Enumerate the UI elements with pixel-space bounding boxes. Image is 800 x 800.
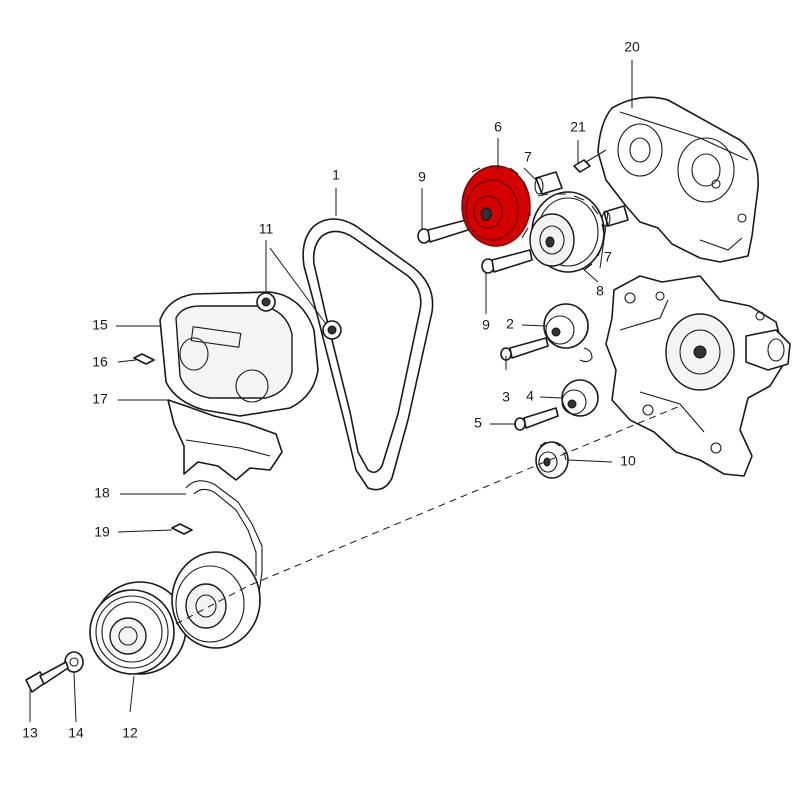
part-6-center-bore (480, 207, 492, 221)
callout-16: 16 (92, 354, 108, 370)
callout-9a: 9 (418, 169, 426, 185)
callout-9b: 9 (482, 317, 490, 333)
callout-3: 3 (502, 389, 510, 405)
callout-21: 21 (570, 119, 586, 135)
part-20-rear-timing-cover (597, 96, 759, 263)
callout-12: 12 (122, 725, 138, 741)
part-21-bolt (573, 149, 607, 173)
callout-4: 4 (526, 388, 534, 404)
leader-lines (29, 60, 633, 723)
part-7-dowel-lower (601, 205, 629, 227)
part-9-bolt-upper (417, 219, 469, 244)
callout-14: 14 (68, 725, 84, 741)
part-8-camshaft-adjuster (529, 191, 605, 273)
callout-20: 20 (624, 39, 640, 55)
callout-18: 18 (94, 485, 110, 501)
callout-19: 19 (94, 524, 110, 540)
part-9-bolt-lower (481, 249, 533, 274)
part-16-bolt (133, 353, 155, 365)
part-3-bolt (500, 337, 549, 361)
part-15-upper-timing-cover (159, 291, 319, 417)
part-6-camshaft-adjuster-highlighted (461, 165, 531, 247)
part-1-timing-belt (302, 218, 434, 491)
part-19-bolt (171, 523, 193, 535)
callout-10: 10 (620, 453, 636, 469)
part-17-lower-timing-cover (167, 399, 283, 481)
callout-2: 2 (506, 316, 514, 332)
crankshaft-seal-housing (171, 551, 261, 649)
engine-block-front (605, 275, 791, 477)
callout-15: 15 (92, 317, 108, 333)
callout-7b: 7 (604, 249, 612, 265)
callout-7a: 7 (524, 149, 532, 165)
part-5-bolt (514, 407, 559, 431)
callout-labels: 1 2 3 4 5 6 7 7 8 9 9 10 11 12 13 14 15 … (22, 39, 640, 741)
part-11-idler (256, 292, 342, 340)
part-4-idler-pulley (561, 379, 599, 417)
callout-13: 13 (22, 725, 38, 741)
callout-11: 11 (259, 221, 274, 237)
crankshaft-axis (175, 405, 681, 625)
callout-5: 5 (474, 415, 482, 431)
callout-6: 6 (494, 119, 502, 135)
callout-8: 8 (596, 283, 604, 299)
part-2-tensioner (543, 303, 593, 363)
part-10-crank-sprocket (535, 441, 569, 479)
part-13-crank-bolt (25, 661, 69, 693)
part-7-dowel-upper (534, 171, 563, 195)
part-18-cover-gasket (185, 480, 263, 617)
part-12-crankshaft-pulley (89, 581, 187, 675)
callout-17: 17 (92, 391, 108, 407)
callout-1: 1 (332, 167, 340, 183)
